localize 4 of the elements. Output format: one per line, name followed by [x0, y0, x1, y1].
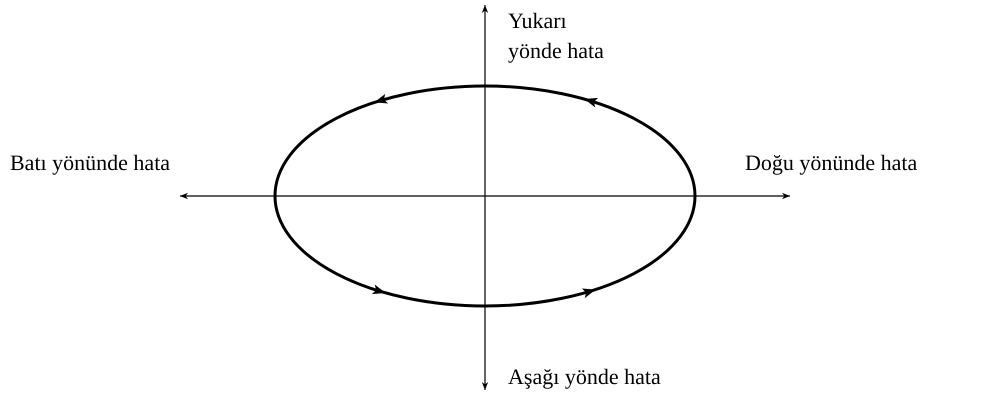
axis-label: Batı yönünde hata [10, 149, 170, 177]
axis-label: Yukarı yönde hata [508, 7, 605, 65]
axis-label: Aşağı yönde hata [508, 363, 661, 391]
axis-label: Doğu yönünde hata [745, 149, 918, 177]
